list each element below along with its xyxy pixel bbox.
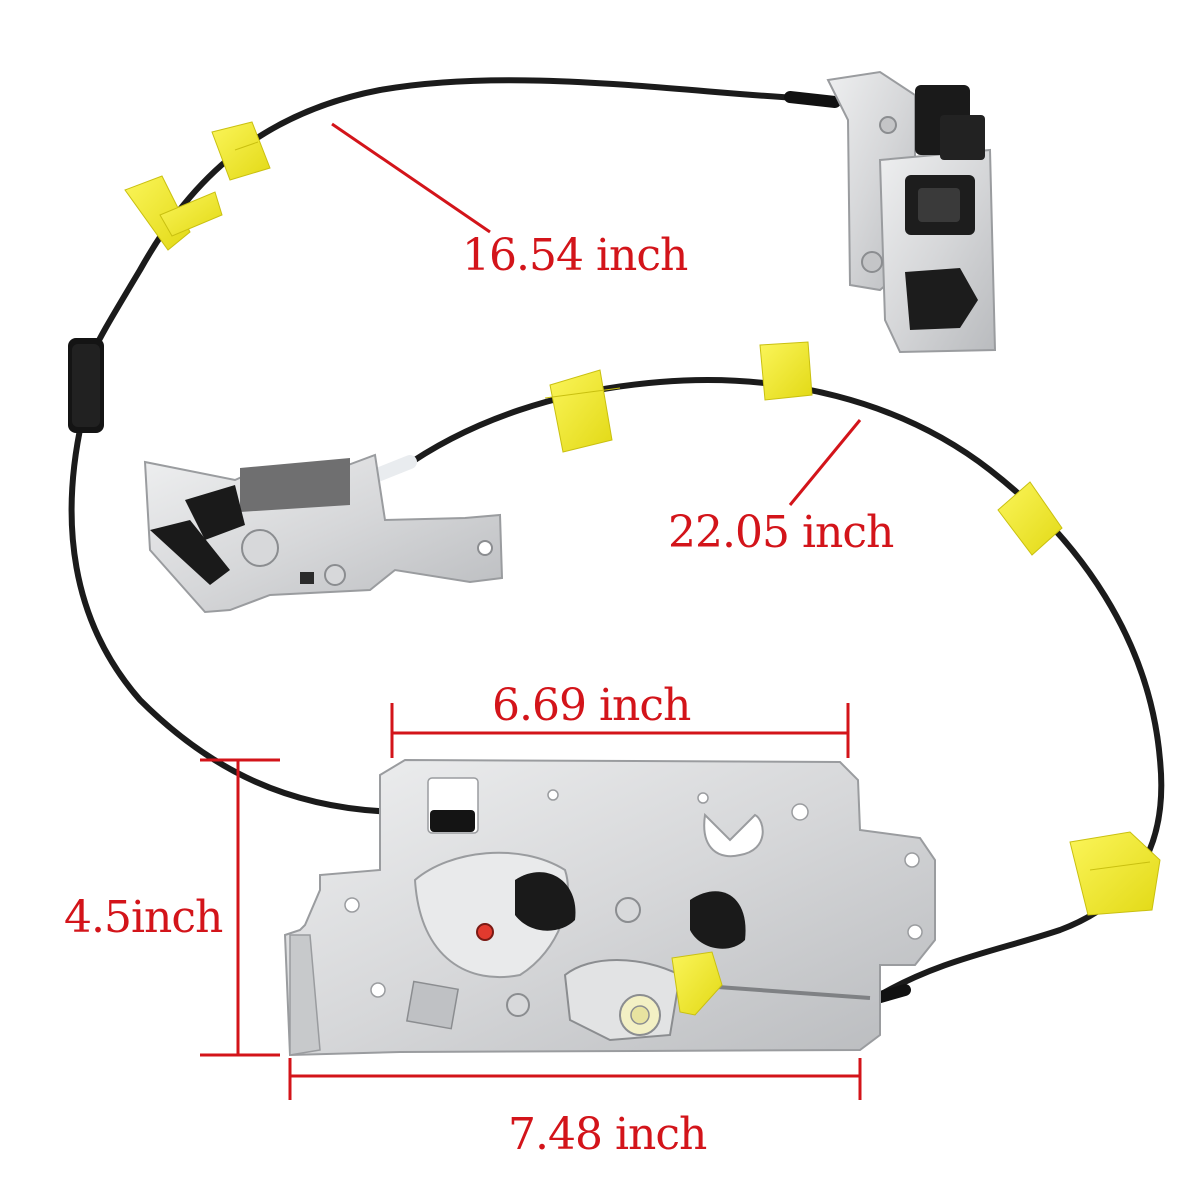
bottom-latch <box>283 758 936 1057</box>
yellow-clip <box>1069 831 1161 916</box>
yellow-clip <box>544 369 621 453</box>
upper-cable-dimension-label: 16.54 inch <box>462 230 688 281</box>
upper-cable-ferrule <box>784 91 841 108</box>
yellow-clip <box>211 121 271 181</box>
outer-loop-cable <box>68 417 403 815</box>
upper-cable <box>87 77 835 363</box>
upper-cable-leader <box>331 122 491 234</box>
dimension-lines <box>200 122 862 1100</box>
latch-height-dimension-label: 4.5inch <box>64 892 223 943</box>
top-latch <box>826 70 997 354</box>
latch-length-dimension-label: 7.48 inch <box>508 1109 707 1160</box>
middle-latch <box>143 453 504 614</box>
lower-cable-leader <box>788 419 862 506</box>
latch-width-dimension-label: 6.69 inch <box>492 680 691 731</box>
yellow-clip <box>997 481 1063 556</box>
lower-cable-dimension-label: 22.05 inch <box>668 507 894 558</box>
lower-cable <box>397 377 1165 998</box>
yellow-clip <box>759 341 813 401</box>
yellow-clip <box>124 175 223 251</box>
